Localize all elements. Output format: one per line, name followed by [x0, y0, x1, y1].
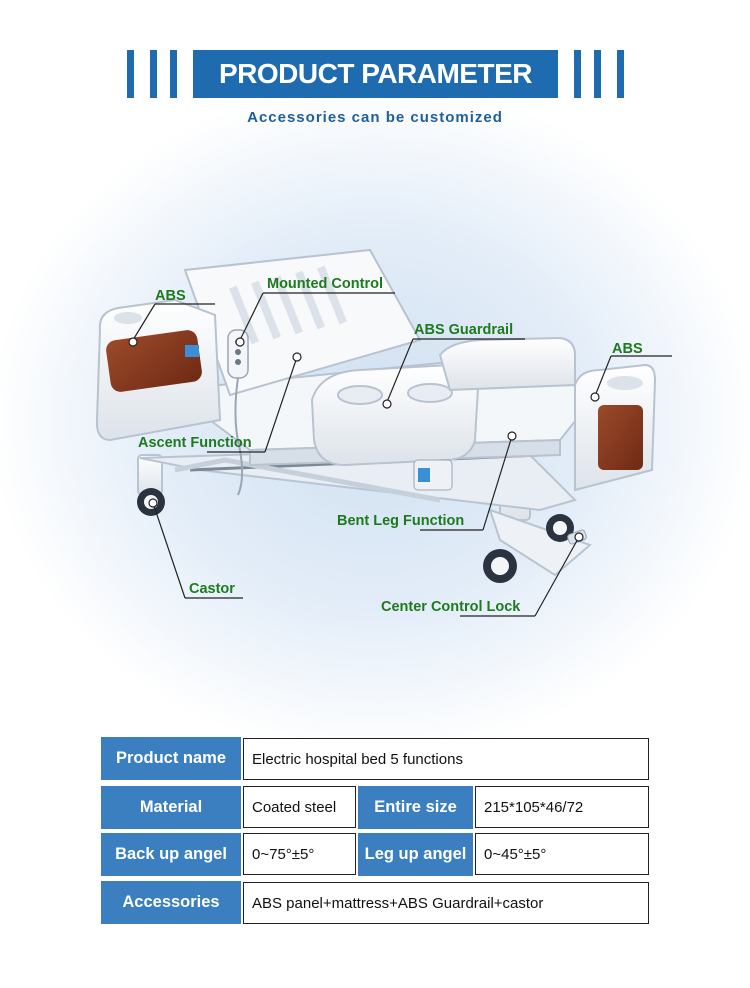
banner-stripe-left-3 [170, 50, 177, 98]
callout-castor: Castor [189, 581, 235, 597]
spec-leg-up-value: 0~45°±5° [475, 833, 649, 875]
spec-material-label: Material [101, 786, 241, 829]
spec-back-up-value: 0~75°±5° [243, 833, 356, 875]
spec-back-up-label: Back up angel [101, 833, 241, 876]
callout-abs-right: ABS [612, 341, 643, 357]
callout-lines [132, 292, 672, 617]
callout-ascent-function: Ascent Function [138, 435, 252, 451]
banner-stripe-right-3 [617, 50, 624, 98]
callout-bent-leg-function: Bent Leg Function [337, 513, 465, 529]
spec-material-value: Coated steel [243, 786, 356, 828]
spec-product-name-label: Product name [101, 737, 241, 780]
footboard [574, 363, 657, 492]
callout-dots [128, 337, 600, 542]
banner-stripe-right-1 [574, 50, 581, 98]
banner-stripe-left-1 [127, 50, 134, 98]
spec-accessories-label: Accessories [101, 881, 241, 924]
banner-stripe-right-2 [594, 50, 601, 98]
spec-entire-size-value: 215*105*46/72 [475, 786, 649, 828]
spec-accessories-value: ABS panel+mattress+ABS Guardrail+castor [243, 882, 649, 924]
banner-stripe-left-2 [150, 50, 157, 98]
callout-center-control-lock: Center Control Lock [381, 599, 521, 615]
headboard [95, 298, 222, 442]
hospital-bed-illustration [95, 248, 672, 617]
page-subtitle: Accessories can be customized [247, 109, 503, 126]
motor-box [185, 345, 453, 491]
callout-mounted-control: Mounted Control [267, 276, 383, 292]
callout-abs-left: ABS [155, 288, 186, 304]
spec-leg-up-label: Leg up angel [358, 833, 473, 876]
callout-abs-guardrail: ABS Guardrail [414, 322, 514, 338]
spec-entire-size-label: Entire size [358, 786, 473, 829]
guardrail [310, 336, 576, 467]
spec-product-name-value: Electric hospital bed 5 functions [243, 738, 649, 780]
page-title: PRODUCT PARAMETER [193, 50, 558, 98]
